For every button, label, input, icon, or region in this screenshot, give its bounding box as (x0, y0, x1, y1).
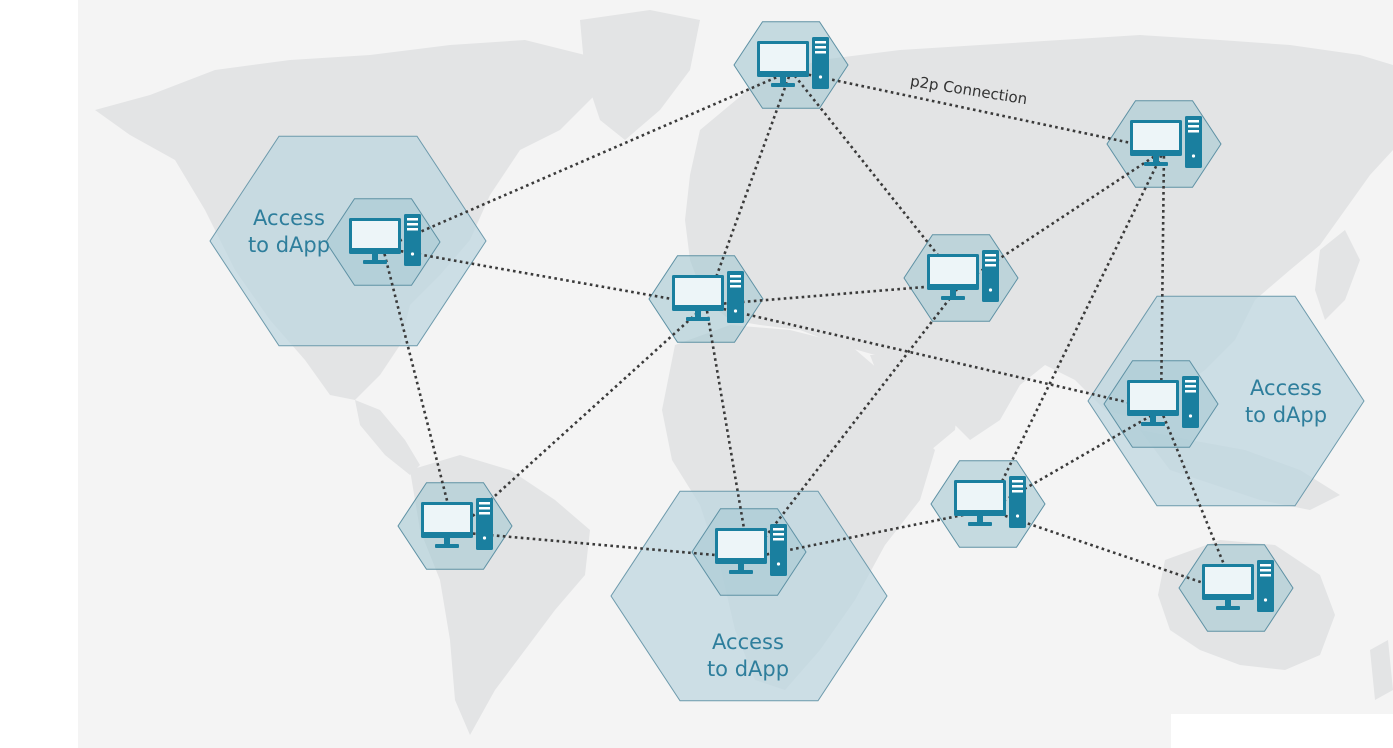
desktop-computer-icon (1127, 376, 1199, 428)
p2p-connection-india-australia (987, 508, 1237, 596)
access-label-line2: to dApp (248, 233, 330, 257)
landmass-new-zealand (1370, 640, 1393, 700)
access-label-line1: Access (1250, 376, 1322, 400)
access-label-line2: to dApp (1245, 403, 1327, 427)
access-label-east-asia: Access to dApp (1245, 376, 1327, 427)
p2p-connection-europe-central-asia (705, 282, 962, 307)
access-label-africa: Access to dApp (707, 630, 789, 681)
p2p-connection-central-asia-africa (747, 283, 963, 559)
access-label-north-america: Access to dApp (248, 206, 330, 257)
landmass-greenland (580, 10, 700, 140)
p2p-connection-south-america-africa (454, 530, 750, 560)
landmass-japan (1315, 230, 1360, 320)
landmass-arabia (870, 355, 960, 455)
p2p-connections (381, 69, 1238, 596)
p2p-connection-north-america-europe (382, 246, 707, 307)
p2p-connection-north-america-south-america (381, 247, 457, 533)
desktop-computer-icon (1202, 560, 1274, 612)
desktop-computer-icon (954, 476, 1026, 528)
access-zone-africa (610, 490, 888, 702)
desktop-computer-icon (715, 524, 787, 576)
p2p-connection-siberia-central-asia (960, 148, 1165, 286)
desktop-computer-icon (421, 498, 493, 550)
computer-nodes (349, 37, 1274, 612)
p2p-connection-siberia-east-asia (1159, 149, 1166, 411)
p2p-connection-north-america-scandinavia (382, 69, 792, 250)
access-zone-east-asia (1087, 295, 1365, 507)
landmass-central-america (355, 400, 420, 475)
access-label-line1: Access (253, 206, 325, 230)
p2p-connection-europe-africa (704, 304, 751, 559)
desktop-computer-icon (1130, 116, 1202, 168)
access-label-line1: Access (712, 630, 784, 654)
p2p-connection-siberia-india (986, 149, 1166, 511)
access-zones (209, 135, 1365, 702)
access-label-line2: to dApp (707, 657, 789, 681)
p2p-connection-europe-south-america (454, 304, 707, 533)
p2p-connection-africa-india (748, 508, 989, 560)
corner-blank (1171, 714, 1393, 748)
desktop-computer-icon (349, 214, 421, 266)
desktop-computer-icon (927, 250, 999, 302)
desktop-computer-icon (757, 37, 829, 89)
desktop-computer-icon (672, 271, 744, 323)
